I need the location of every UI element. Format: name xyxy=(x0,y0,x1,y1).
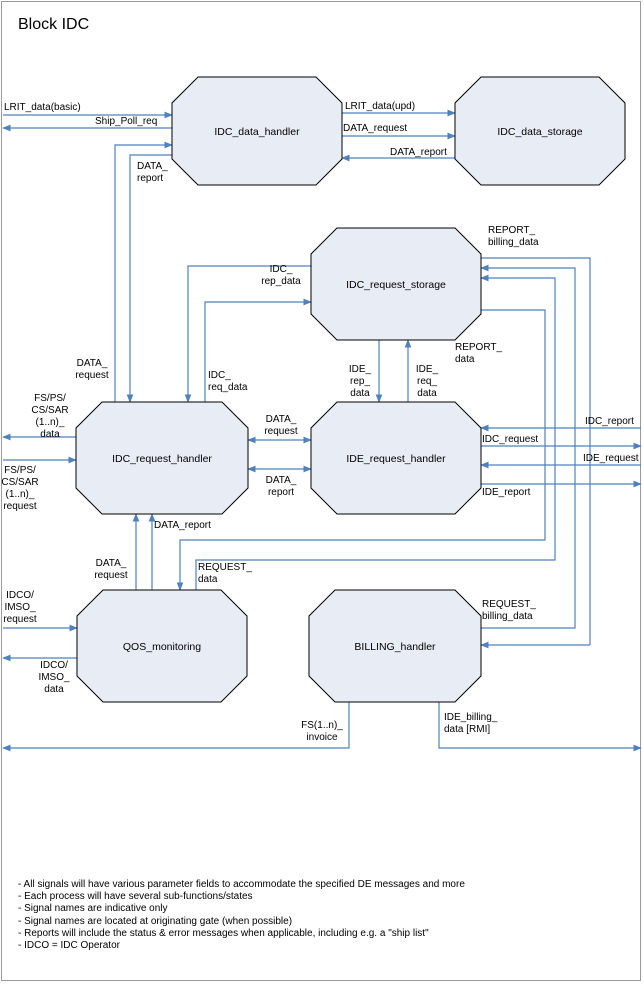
block-label-ide-request-handler: IDE_request_handler xyxy=(346,453,446,465)
signal-label-ide-rep-data: IDE_rep_data xyxy=(349,364,372,399)
block-label-billing-handler: BILLING_handler xyxy=(354,641,436,653)
arrow-ide-billing-data xyxy=(438,702,642,752)
signal-label-idc-request: IDC_request xyxy=(482,434,538,445)
arrow-idc-rep-data xyxy=(184,265,311,403)
signal-label-ide-billing-data: IDE_billing_data [RMI] xyxy=(444,712,498,735)
signal-label-ide-report: IDE_report xyxy=(482,487,531,498)
block-idc-request-storage xyxy=(310,227,482,341)
block-label-idc-data-handler: IDC_data_handler xyxy=(214,126,300,138)
block-qos-monitoring xyxy=(76,589,248,703)
signal-label-data-request-left: DATA_request xyxy=(75,358,109,381)
note-item: - All signals will have various paramete… xyxy=(18,879,465,890)
block-idc-request-handler xyxy=(75,401,249,515)
signal-label-report-data: REPORT_data xyxy=(455,342,502,365)
note-item: - Each process will have several sub-fun… xyxy=(18,891,253,903)
arrow-request-billing-data xyxy=(480,264,576,629)
signal-label-idc-report: IDC_report xyxy=(585,416,634,427)
notes-list: - All signals will have various paramete… xyxy=(18,879,465,952)
signal-label-data-report-mid: DATA_report xyxy=(266,475,297,498)
note-item: - Signal names are indicative only xyxy=(18,903,168,915)
signal-label-fs-request-in: FS/PS/CS/SAR(1..n)_request xyxy=(1,465,38,512)
signal-label-ide-request: IDE_request xyxy=(583,453,639,464)
signal-label-lrit-data-basic: LRIT_data(basic) xyxy=(4,102,81,113)
signal-label-data-report-left: DATA_report xyxy=(137,161,168,184)
note-item: - Signal names are located at originatin… xyxy=(18,915,293,927)
signal-label-idc-rep-data: IDC_rep_data xyxy=(261,264,301,287)
signal-label-data-request-qos: DATA_request xyxy=(94,558,128,581)
block-billing-handler xyxy=(308,589,482,703)
signal-label-data-request-top: DATA_request xyxy=(343,123,407,134)
arrow-data-request-up xyxy=(114,141,173,402)
block-label-idc-data-storage: IDC_data_storage xyxy=(497,126,582,138)
arrow-request-data xyxy=(195,274,556,590)
arrow-report-data xyxy=(176,309,546,591)
note-item: - Reports will include the status & erro… xyxy=(18,927,429,939)
signal-label-data-report-qos: DATA_report xyxy=(154,520,211,531)
signal-label-idco-imso-data: IDCO/IMSO_data xyxy=(38,660,70,695)
signal-label-lrit-data-upd: LRIT_data(upd) xyxy=(345,101,415,112)
signal-label-report-billing-data: REPORT_billing_data xyxy=(488,225,539,248)
block-label-idc-request-storage: IDC_request_storage xyxy=(346,279,446,291)
arrow-fs-invoice xyxy=(2,702,350,752)
signal-label-ship-poll-req: Ship_Poll_req xyxy=(95,116,157,127)
signal-label-ide-req-data: IDE_req_data xyxy=(416,364,439,399)
block-idc-data-handler xyxy=(171,76,343,186)
note-item: - IDCO = IDC Operator xyxy=(18,940,120,952)
block-idc-data-storage xyxy=(454,76,626,186)
signal-label-data-request-mid: DATA_request xyxy=(264,414,298,437)
block-label-qos-monitoring: QOS_monitoring xyxy=(123,641,201,653)
signal-label-fs-invoice: FS(1..n)_invoice xyxy=(301,720,343,743)
arrow-idc-req-data xyxy=(204,298,312,402)
signal-label-idc-req-data: IDC_req_data xyxy=(208,370,248,393)
block-ide-request-handler xyxy=(310,401,482,515)
signal-label-request-billing-data: REQUEST_billing_data xyxy=(482,599,536,622)
arrow-report-billing-data-line xyxy=(481,257,591,645)
signal-label-data-report-top: DATA_report xyxy=(390,147,447,158)
signal-label-fs-data-out: FS/PS/CS/SAR(1..n)_data xyxy=(31,393,68,440)
signal-label-idco-imso-request: IDCO/IMSO_request xyxy=(3,590,37,625)
arrow-data-report-down xyxy=(126,154,172,403)
diagram-title: Block IDC xyxy=(18,16,90,33)
block-label-idc-request-handler: IDC_request_handler xyxy=(112,453,212,465)
signal-label-request-data: REQUEST_data xyxy=(198,562,252,585)
